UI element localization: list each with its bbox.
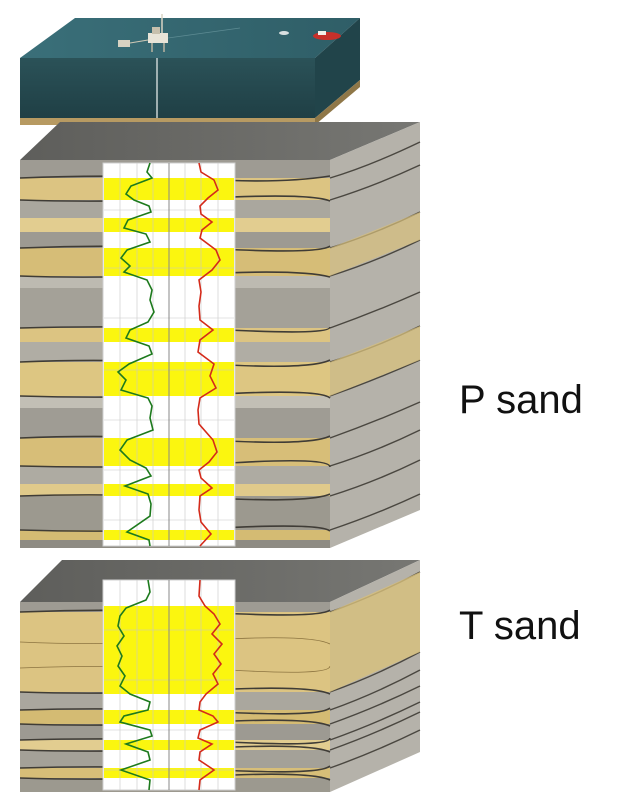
t-sand-label: T sand [459,604,581,648]
p-gamma-ray-curve [116,162,155,547]
p-side-sand-band-2 [330,212,420,276]
p-sand-block [19,122,421,548]
p-sand-label: P sand [459,378,583,422]
sea-block [20,14,360,125]
seabed-strip-side [315,80,360,125]
t-gamma-ray-curve [116,579,154,791]
t-sand-block [19,560,421,792]
p-block-top-surface [20,122,420,160]
sea-surface [20,18,360,58]
offshore-platform-icon [118,14,241,52]
p-strata-contacts [19,175,331,532]
t-resistivity-curve [197,579,224,791]
supply-vessel-icon [279,31,341,40]
t-well-log [102,579,236,791]
p-side-sand-band [330,326,420,396]
p-well-log [102,162,236,547]
t-side-sand-band [330,572,420,692]
sea-front-face [20,58,315,118]
sea-side-face [315,18,360,118]
p-resistivity-curve [197,162,221,547]
